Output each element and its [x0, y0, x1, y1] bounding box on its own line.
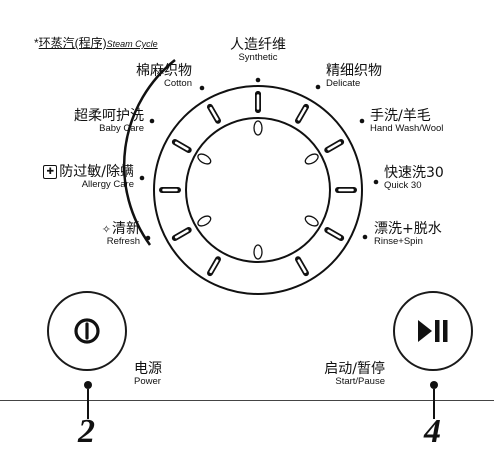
power-cn: 电源: [134, 361, 162, 377]
program-cotton[interactable]: 棉麻织物 Cotton: [110, 64, 192, 89]
callout-line-start: [433, 389, 435, 419]
program-quick30[interactable]: 快速洗30 Quick 30: [384, 166, 484, 191]
program-baby-care[interactable]: 超柔呵护洗 Baby Care: [48, 109, 144, 134]
dial-grip: [304, 153, 319, 165]
dot-quick30: [373, 179, 379, 185]
dial-slot-highlight: [297, 106, 307, 121]
refresh-sparkle-icon: ✧: [101, 223, 111, 236]
delicate-cn: 精细织物: [326, 63, 382, 79]
program-synthetic[interactable]: 人造纤维 Synthetic: [218, 38, 298, 63]
allergy-care-cn: ✚防过敏/除螨: [30, 165, 134, 180]
program-refresh[interactable]: ✧清新 Refresh: [62, 222, 140, 247]
refresh-en: Refresh: [106, 235, 140, 247]
callout-line-power: [87, 389, 89, 419]
quick30-cn: 快速洗30: [384, 165, 444, 181]
dot-refresh: [145, 235, 151, 241]
power-button[interactable]: [47, 291, 127, 371]
refresh-cn-text: 清新: [112, 221, 140, 237]
callout-dot-power: [84, 381, 92, 389]
power-icon: [74, 318, 100, 344]
rinse-spin-en: Rinse+Spin: [374, 235, 423, 247]
steam-cycle-arc: [122, 59, 176, 246]
program-hand-wash[interactable]: 手洗/羊毛 Hand Wash/Wool: [370, 109, 490, 134]
dot-hand-wash: [359, 118, 365, 124]
synthetic-en: Synthetic: [238, 51, 278, 63]
dot-allergy-care: [139, 175, 145, 181]
rinse-spin-cn: 漂洗+脱水: [374, 221, 442, 237]
dial-ticks: [159, 91, 357, 277]
dial-grips: [197, 120, 319, 260]
dot-delicate: [315, 84, 321, 90]
play-pause-icon: [418, 320, 448, 342]
program-delicate[interactable]: 精细织物 Delicate: [326, 64, 416, 89]
cotton-cn: 棉麻织物: [136, 63, 192, 79]
dial-slot-highlight: [327, 229, 342, 239]
callout-number-power: 2: [78, 413, 95, 450]
dial-grip: [197, 153, 212, 165]
allergy-care-cn-text: 防过敏/除螨: [59, 164, 134, 180]
dial-slot-highlight: [174, 141, 189, 151]
program-rinse-spin[interactable]: 漂洗+脱水 Rinse+Spin: [374, 222, 484, 247]
allergy-care-en: Allergy Care: [81, 178, 134, 190]
dot-synthetic: [255, 77, 261, 83]
dial-grip: [253, 120, 263, 136]
dot-rinse-spin: [362, 234, 368, 240]
steam-cycle-en: Steam Cycle: [106, 39, 158, 49]
callout-number-start: 4: [424, 413, 441, 450]
dial-slot-highlight: [327, 141, 342, 151]
dial-slot-highlight: [297, 259, 307, 274]
quick30-en: Quick 30: [384, 179, 422, 191]
dial-inner-ring: [185, 117, 331, 263]
callout-dot-start: [430, 381, 438, 389]
baby-care-cn: 超柔呵护洗: [74, 108, 144, 124]
dial-grip: [253, 244, 263, 260]
dial-slot-highlight: [209, 259, 219, 274]
synthetic-cn: 人造纤维: [230, 37, 286, 53]
dial-slot-highlight: [209, 106, 219, 121]
start-pause-en: Start/Pause: [335, 375, 385, 387]
start-pause-cn: 启动/暂停: [324, 361, 385, 377]
steam-cycle-cn: 环蒸汽(程序): [38, 36, 107, 50]
dial-grip: [304, 215, 319, 227]
dot-baby-care: [149, 118, 155, 124]
hand-wash-cn: 手洗/羊毛: [370, 108, 431, 124]
panel-edge: [0, 400, 494, 401]
program-allergy-care[interactable]: ✚防过敏/除螨 Allergy Care: [30, 165, 134, 190]
start-pause-label: 启动/暂停 Start/Pause: [290, 362, 385, 387]
cotton-en: Cotton: [164, 77, 192, 89]
dot-cotton: [199, 85, 205, 91]
steam-cycle-label: *环蒸汽(程序)Steam Cycle: [34, 34, 158, 51]
power-en: Power: [134, 375, 161, 387]
allergy-shield-icon: ✚: [43, 165, 58, 179]
baby-care-en: Baby Care: [99, 122, 144, 134]
delicate-en: Delicate: [326, 77, 361, 89]
steam-cycle-star: *: [34, 36, 39, 50]
refresh-cn: ✧清新: [62, 222, 140, 237]
start-pause-button[interactable]: [393, 291, 473, 371]
dial-grip: [197, 215, 212, 227]
hand-wash-en: Hand Wash/Wool: [370, 122, 444, 134]
dial-slot-highlight: [174, 229, 189, 239]
power-label: 电源 Power: [134, 362, 162, 387]
